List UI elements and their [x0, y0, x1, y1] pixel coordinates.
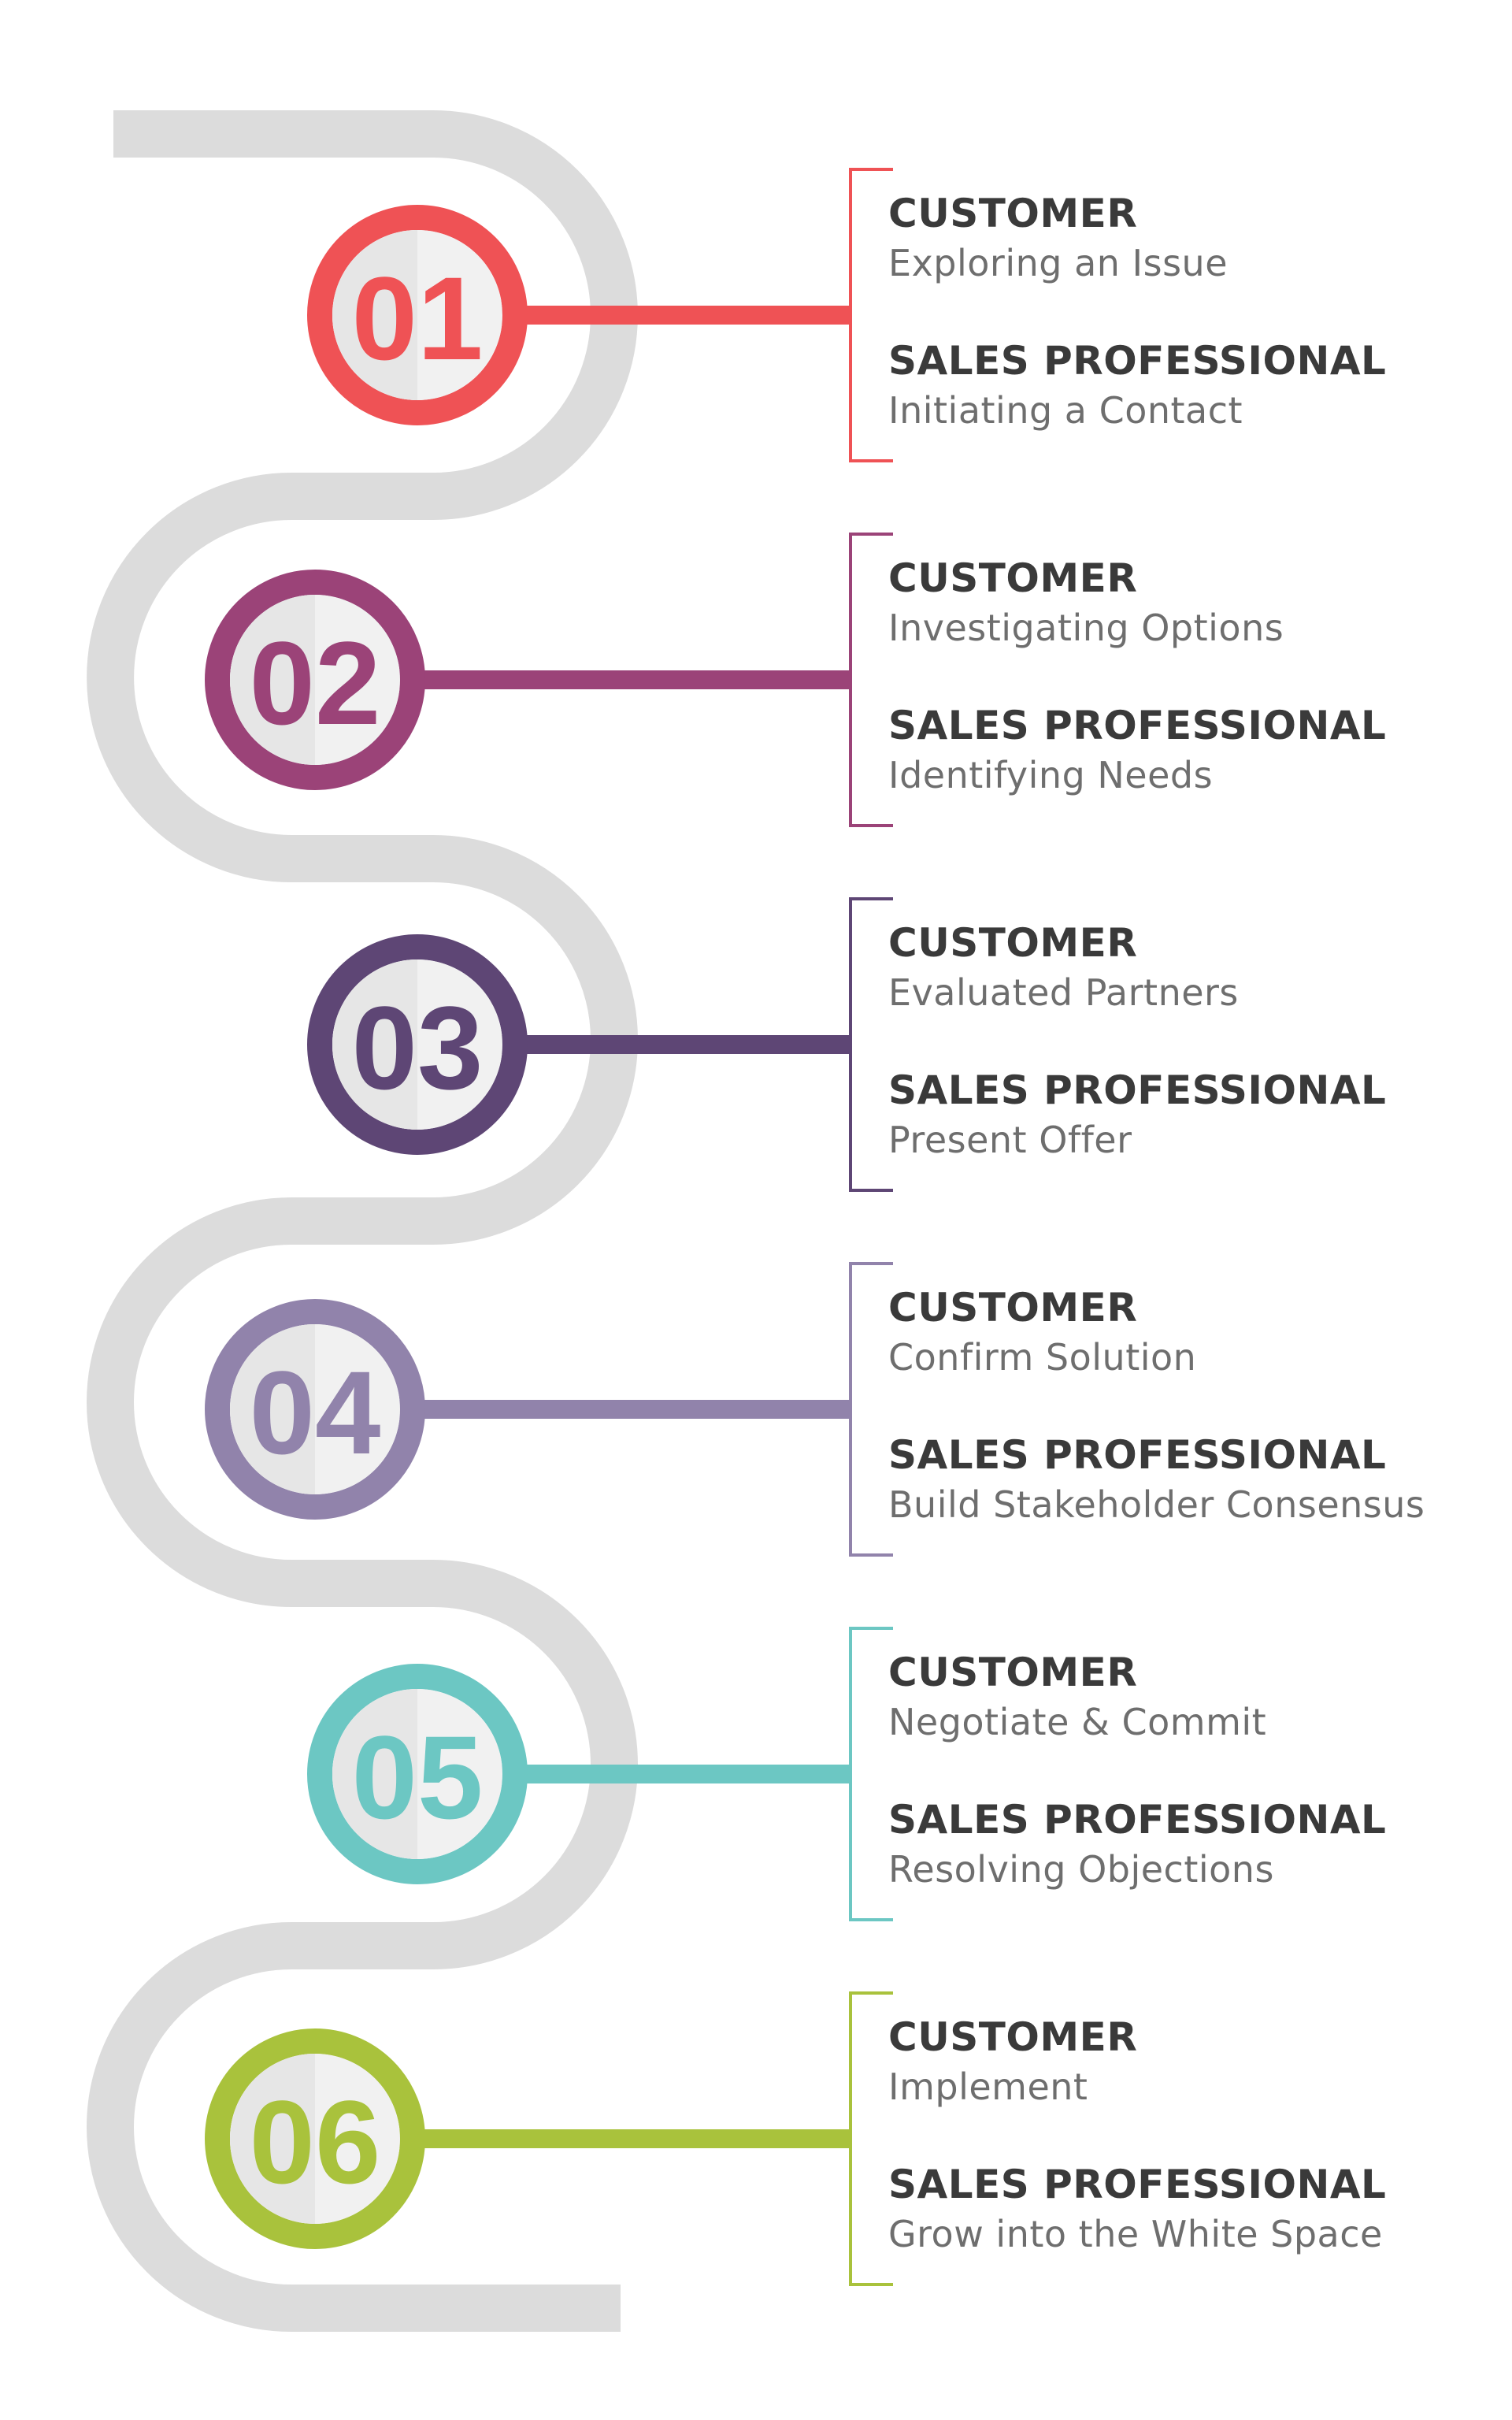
sales-professional-description: Present Offer	[888, 1119, 1132, 1161]
sales-professional-label: SALES PROFESSIONAL	[888, 703, 1386, 748]
step-bracket	[849, 1627, 893, 1921]
winding-track	[87, 110, 638, 2332]
step-ring	[205, 570, 425, 790]
sales-professional-label: SALES PROFESSIONAL	[888, 1797, 1386, 1843]
step-inner-shade	[332, 1689, 417, 1859]
sales-professional-description: Resolving Objections	[888, 1848, 1274, 1891]
customer-label: CUSTOMER	[888, 555, 1137, 601]
customer-description: Confirm Solution	[888, 1336, 1196, 1379]
sales-professional-description: Initiating a Contact	[888, 389, 1243, 432]
sales-professional-label: SALES PROFESSIONAL	[888, 1067, 1386, 1113]
step-bracket	[849, 1262, 893, 1557]
step-ring	[307, 934, 528, 1155]
sales-professional-description: Grow into the White Space	[888, 2213, 1383, 2255]
step-inner-shade	[332, 230, 417, 400]
sales-professional-label: SALES PROFESSIONAL	[888, 1432, 1386, 1478]
sales-professional-description: Identifying Needs	[888, 754, 1213, 796]
customer-description: Implement	[888, 2066, 1088, 2108]
step-inner-shade	[230, 1324, 315, 1494]
sales-professional-description: Build Stakeholder Consensus	[888, 1483, 1425, 1526]
step-ring	[307, 1664, 528, 1884]
step-bracket	[849, 168, 893, 462]
step-number: 01	[352, 252, 484, 384]
step-inner-shade	[332, 959, 417, 1130]
customer-description: Exploring an Issue	[888, 242, 1228, 284]
step-ring	[307, 205, 528, 425]
customer-label: CUSTOMER	[888, 1285, 1137, 1331]
step-ring	[205, 1299, 425, 1520]
step-bracket	[849, 533, 893, 827]
step-bracket	[849, 1991, 893, 2286]
customer-label: CUSTOMER	[888, 191, 1137, 236]
customer-label: CUSTOMER	[888, 2014, 1137, 2060]
sales-professional-label: SALES PROFESSIONAL	[888, 2162, 1386, 2207]
step-inner-shade	[230, 2054, 315, 2224]
customer-description: Investigating Options	[888, 607, 1284, 649]
customer-label: CUSTOMER	[888, 920, 1137, 966]
step-bracket	[849, 897, 893, 1192]
customer-description: Negotiate & Commit	[888, 1701, 1266, 1743]
sales-professional-label: SALES PROFESSIONAL	[888, 338, 1386, 384]
step-number: 04	[250, 1346, 381, 1479]
step-inner-shade	[230, 595, 315, 765]
step-ring	[205, 2028, 425, 2249]
step-number: 06	[250, 2076, 381, 2208]
step-number: 03	[352, 982, 484, 1114]
step-number: 02	[250, 617, 381, 749]
customer-label: CUSTOMER	[888, 1650, 1137, 1695]
step-number: 05	[352, 1711, 484, 1843]
customer-description: Evaluated Partners	[888, 971, 1239, 1014]
